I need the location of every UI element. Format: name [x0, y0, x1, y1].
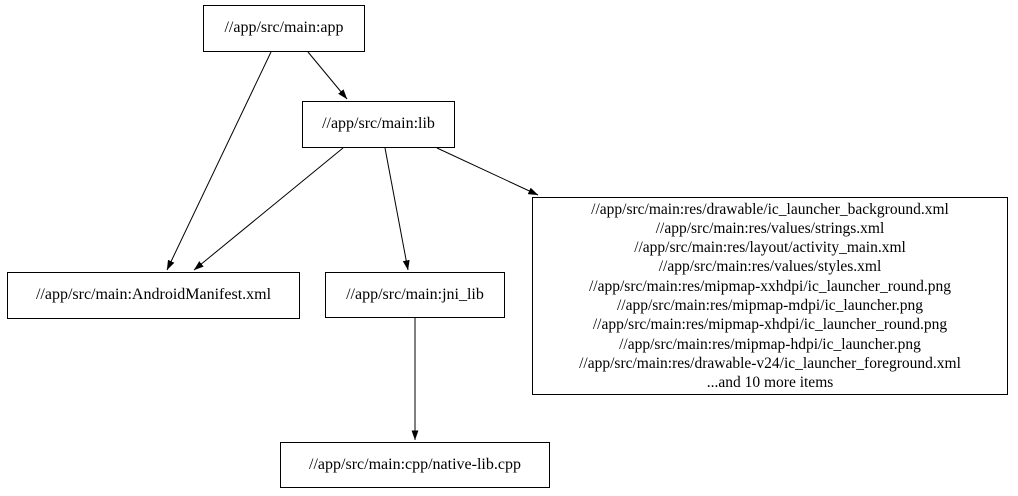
node-res-files: //app/src/main:res/drawable/ic_launcher_… — [532, 197, 1008, 395]
node-lib-label: //app/src/main:lib — [322, 115, 435, 133]
node-app: //app/src/main:app — [203, 5, 365, 52]
node-jni-lib-label: //app/src/main:jni_lib — [346, 285, 484, 303]
node-android-manifest: //app/src/main:AndroidManifest.xml — [7, 272, 300, 319]
node-native-lib-cpp: //app/src/main:cpp/native-lib.cpp — [280, 442, 550, 488]
res-file-line: //app/src/main:res/values/styles.xml — [658, 258, 882, 276]
res-file-line: //app/src/main:res/mipmap-hdpi/ic_launch… — [619, 335, 921, 353]
edge-lib-to-res — [436, 147, 539, 196]
node-native-lib-cpp-label: //app/src/main:cpp/native-lib.cpp — [309, 455, 521, 473]
res-file-line: //app/src/main:res/mipmap-xxhdpi/ic_laun… — [588, 277, 951, 295]
edge-app-to-lib — [307, 51, 348, 100]
res-file-line: //app/src/main:res/values/strings.xml — [655, 219, 885, 237]
res-file-line: //app/src/main:res/drawable/ic_launcher_… — [591, 200, 949, 218]
node-app-label: //app/src/main:app — [224, 19, 344, 37]
res-more-items-line: ...and 10 more items — [706, 374, 834, 392]
res-file-line: //app/src/main:res/layout/activity_main.… — [634, 239, 906, 257]
edge-app-to-manifest — [166, 51, 272, 271]
node-jni-lib: //app/src/main:jni_lib — [325, 272, 505, 318]
edge-lib-to-manifest — [193, 147, 344, 271]
edge-lib-to-jni-lib — [384, 147, 410, 271]
node-android-manifest-label: //app/src/main:AndroidManifest.xml — [35, 286, 272, 304]
res-file-line: //app/src/main:res/drawable-v24/ic_launc… — [579, 354, 961, 372]
node-lib: //app/src/main:lib — [302, 101, 455, 148]
res-file-line: //app/src/main:res/mipmap-mdpi/ic_launch… — [616, 297, 924, 314]
res-file-line: //app/src/main:res/mipmap-xhdpi/ic_launc… — [592, 316, 948, 334]
